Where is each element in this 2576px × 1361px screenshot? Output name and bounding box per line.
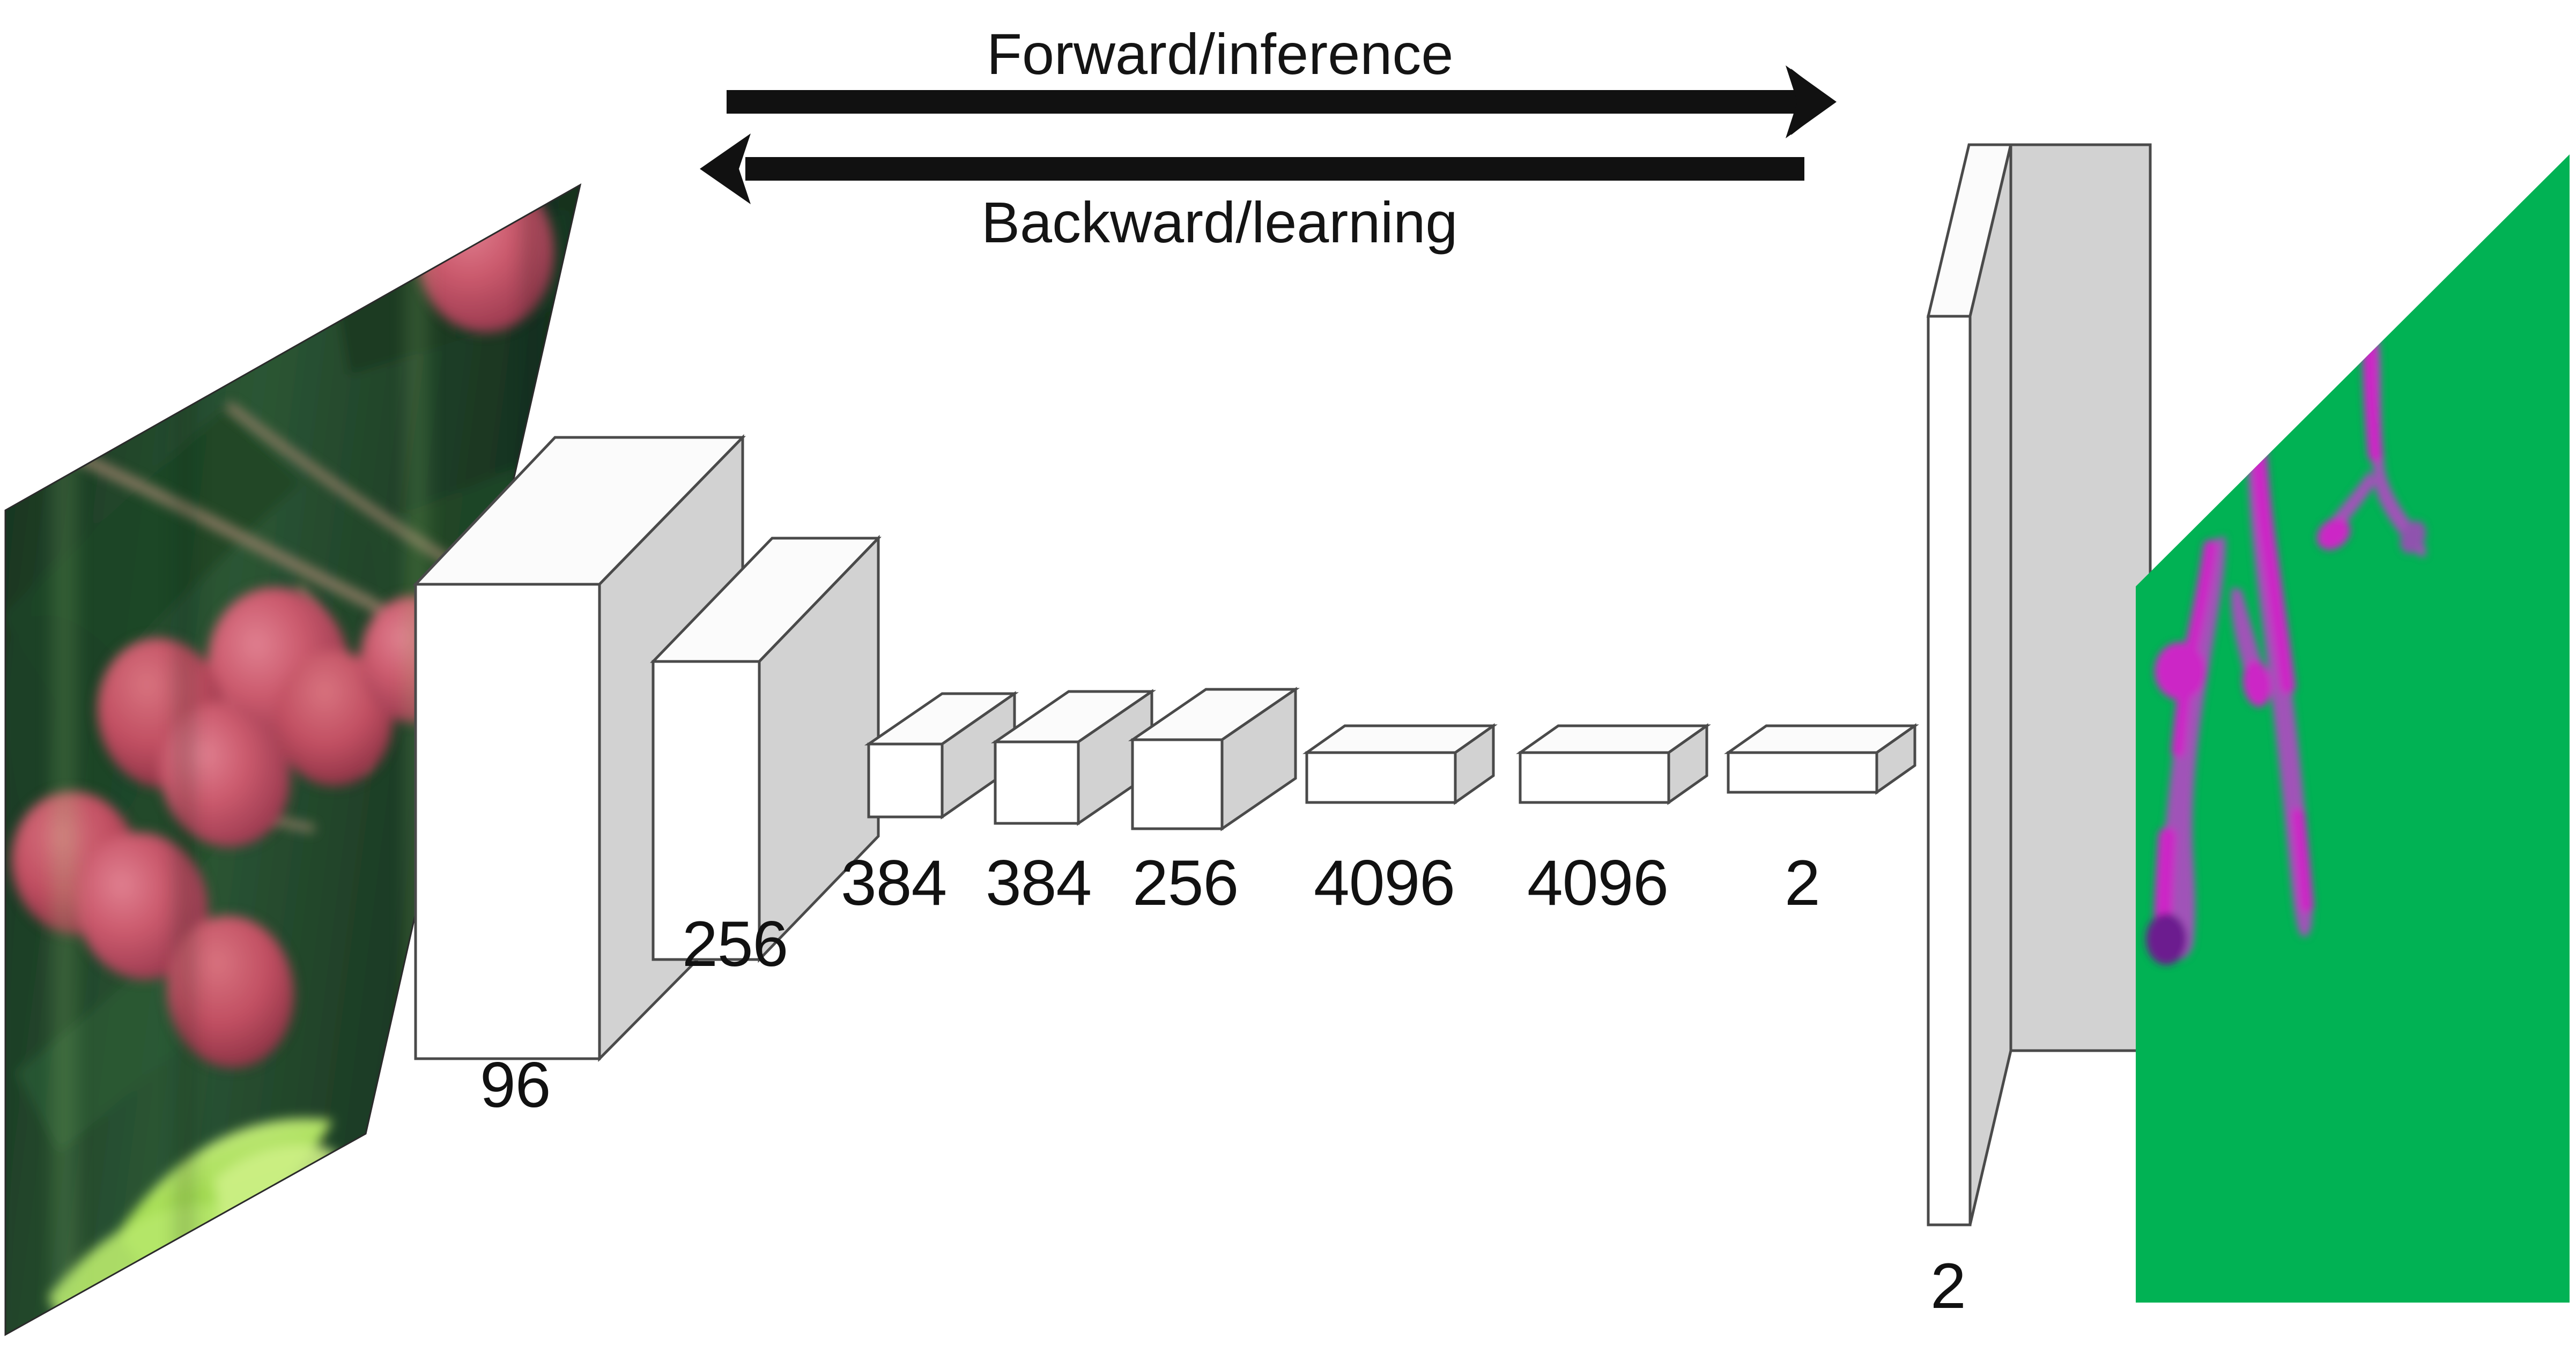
backward-flow-label: Backward/learning <box>981 190 1458 255</box>
layer-box-conv5 <box>1128 687 1300 831</box>
layer-label-fc6: 4096 <box>1314 847 1455 919</box>
forward-arrow <box>727 65 1837 138</box>
input-plane-outline <box>4 183 582 1336</box>
layer-box-fc8 <box>1724 723 1919 795</box>
layer-label-conv4: 384 <box>986 847 1092 919</box>
backward-arrow <box>700 133 1804 204</box>
layer-label-fc7: 4096 <box>1527 847 1669 919</box>
layer-box-conv3 <box>864 691 1019 820</box>
layer-label-conv1: 96 <box>480 1049 551 1121</box>
layer-box-conv2 <box>650 534 882 963</box>
layer-label-fc8: 2 <box>1785 847 1820 919</box>
layer-label-conv5: 256 <box>1132 847 1239 919</box>
output-slab-label: 2 <box>1930 1250 1966 1322</box>
layer-box-conv4 <box>990 689 1157 826</box>
layer-label-conv2: 256 <box>682 908 788 980</box>
layer-box-fc6 <box>1302 723 1498 805</box>
layer-label-conv3: 384 <box>841 847 947 919</box>
segmentation-mask <box>2146 337 2426 965</box>
output-plane <box>2136 154 2570 1303</box>
output-slab <box>1926 143 2152 1226</box>
forward-flow-label: Forward/inference <box>987 21 1454 86</box>
layer-box-fc7 <box>1516 723 1711 805</box>
